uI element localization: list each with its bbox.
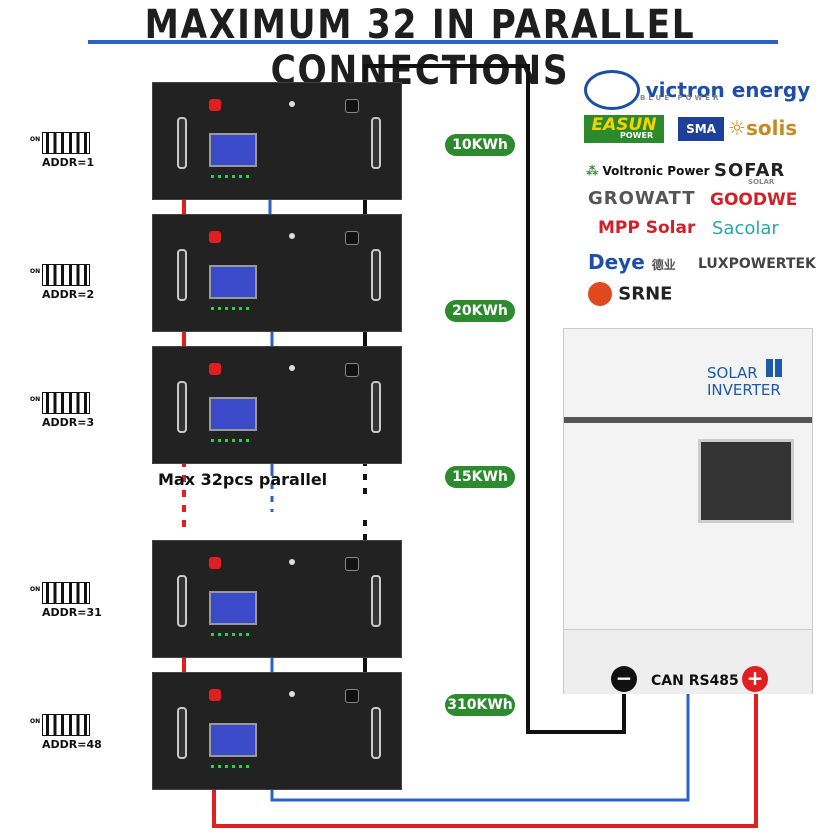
srne-mark-icon <box>588 282 612 306</box>
mpp-solar-logo: MPP Solar <box>598 218 696 238</box>
power-button <box>289 365 295 371</box>
battery-display <box>209 591 257 625</box>
power-button <box>289 233 295 239</box>
positive-terminal <box>209 689 221 701</box>
inverter-band <box>564 417 812 423</box>
battery-handle-right <box>371 707 381 759</box>
battery-display <box>209 133 257 167</box>
can-rs485-label: CAN RS485 <box>651 673 739 689</box>
address-label: ADDR=2 <box>42 288 95 301</box>
voltronic-mark-icon: ⁂ <box>586 164 599 178</box>
address-label: ADDR=31 <box>42 606 102 619</box>
positive-terminal <box>209 557 221 569</box>
solar-panel-icon <box>766 359 784 377</box>
dip-on-label: ON <box>30 396 41 403</box>
battery-display <box>209 265 257 299</box>
battery-handle-right <box>371 249 381 301</box>
positive-terminal-icon: + <box>742 666 768 692</box>
negative-terminal <box>345 231 359 245</box>
capacity-badge: 10KWh <box>445 134 515 156</box>
dip-switch-bank <box>42 132 90 154</box>
easun-tagline: POWER <box>620 131 654 140</box>
dip-switch-bank <box>42 392 90 414</box>
srne-logo: SRNE <box>588 282 672 306</box>
battery-handle-right <box>371 117 381 169</box>
positive-terminal <box>209 99 221 111</box>
battery-handle-left <box>177 117 187 169</box>
inverter-bottom-panel <box>564 629 812 694</box>
luxpower-logo: LUXPOWERTEK <box>698 256 816 272</box>
status-leds <box>211 633 251 636</box>
battery-handle-left <box>177 707 187 759</box>
power-button <box>289 101 295 107</box>
sacolar-logo: Sacolar <box>712 218 779 239</box>
solis-sun-icon: ☼ <box>728 116 746 140</box>
victron-name: victron energy <box>645 78 811 102</box>
battery-handle-left <box>177 381 187 433</box>
title-underline <box>88 40 778 44</box>
voltronic-logo: ⁂ Voltronic Power <box>586 164 710 178</box>
dip-switch-bank <box>42 582 90 604</box>
battery-handle-left <box>177 249 187 301</box>
battery-module-48 <box>152 672 402 790</box>
battery-handle-right <box>371 381 381 433</box>
negative-terminal <box>345 557 359 571</box>
battery-handle-left <box>177 575 187 627</box>
address-label: ADDR=1 <box>42 156 95 169</box>
power-button <box>289 559 295 565</box>
battery-handle-right <box>371 575 381 627</box>
power-button <box>289 691 295 697</box>
capacity-badge: 15KWh <box>445 466 515 488</box>
victron-logo: victron energy <box>584 70 810 110</box>
dip-on-label: ON <box>30 268 41 275</box>
negative-terminal-icon: − <box>611 666 637 692</box>
sma-logo: SMA <box>678 117 724 141</box>
address-label: ADDR=3 <box>42 416 95 429</box>
negative-wire <box>363 64 626 734</box>
battery-module-3 <box>152 346 402 464</box>
victron-tagline: BLUE POWER <box>640 94 722 102</box>
deye-logo: Deye 德业 <box>588 250 676 274</box>
inverter-brand-label: SOLAR INVERTER <box>707 364 781 399</box>
goodwe-logo: GOODWE <box>710 190 798 210</box>
negative-terminal <box>345 363 359 377</box>
battery-display <box>209 397 257 431</box>
positive-terminal <box>209 363 221 375</box>
battery-display <box>209 723 257 757</box>
status-leds <box>211 439 251 442</box>
dip-on-label: ON <box>30 136 41 143</box>
growatt-logo: GROWATT <box>588 188 696 209</box>
status-leds <box>211 175 251 178</box>
dip-switch-bank <box>42 264 90 286</box>
solis-logo: ☼solis <box>728 116 798 140</box>
solar-inverter: SOLAR INVERTER <box>563 328 813 694</box>
negative-terminal <box>345 689 359 703</box>
dip-on-label: ON <box>30 586 41 593</box>
sofar-logo: SOFAR <box>714 160 786 181</box>
inverter-display <box>698 439 794 523</box>
easun-logo: EASUN <box>584 115 664 143</box>
victron-mark-icon <box>584 70 640 110</box>
battery-module-31 <box>152 540 402 658</box>
status-leds <box>211 307 251 310</box>
capacity-badge: 310KWh <box>445 694 515 716</box>
dip-on-label: ON <box>30 718 41 725</box>
dip-switch-bank <box>42 714 90 736</box>
address-label: ADDR=48 <box>42 738 102 751</box>
sofar-tagline: SOLAR <box>748 178 775 186</box>
positive-terminal <box>209 231 221 243</box>
max-parallel-label: Max 32pcs parallel <box>158 470 328 489</box>
capacity-badge: 20KWh <box>445 300 515 322</box>
negative-terminal <box>345 99 359 113</box>
battery-module-2 <box>152 214 402 332</box>
battery-module-1 <box>152 82 402 200</box>
status-leds <box>211 765 251 768</box>
